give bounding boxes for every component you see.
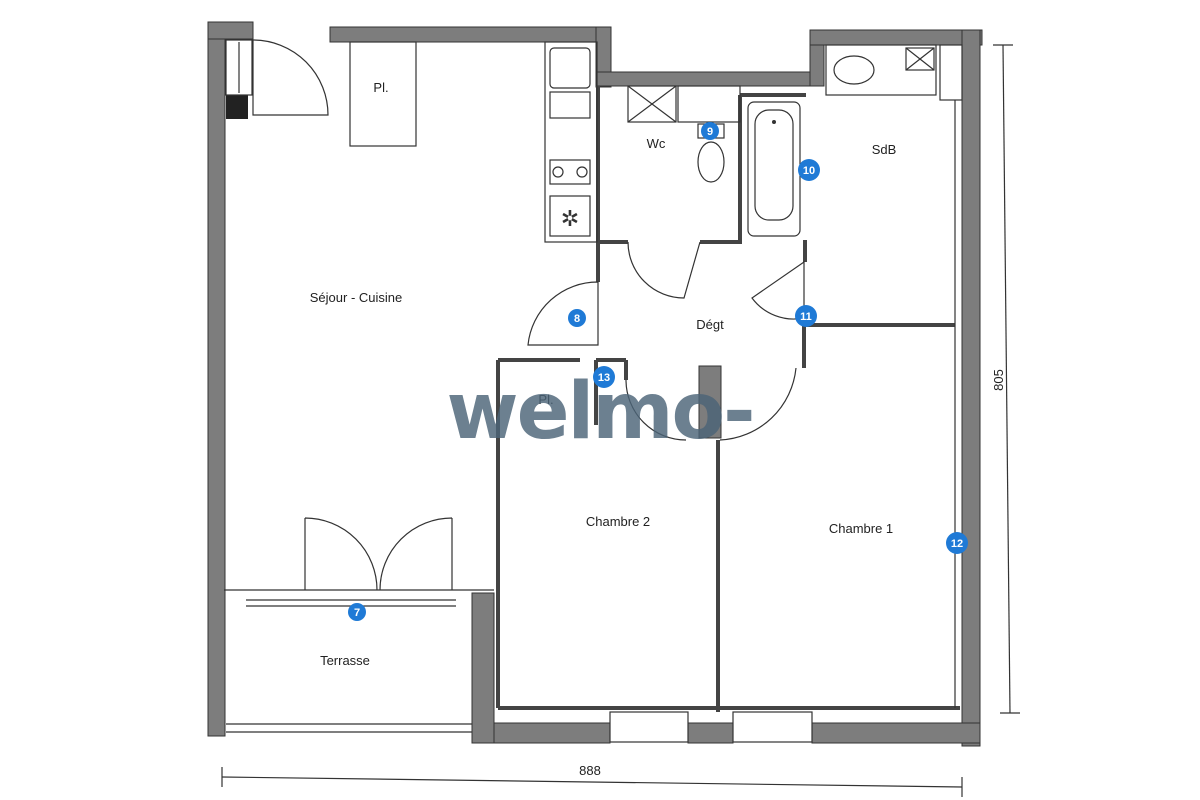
label-chambre2: Chambre 2 — [586, 514, 650, 529]
label-wc: Wc — [647, 136, 666, 151]
interior-walls — [224, 86, 960, 712]
width-dimension-label: 888 — [579, 763, 601, 778]
label-sejour: Séjour - Cuisine — [310, 290, 403, 305]
marker-10[interactable]: 10 — [798, 159, 820, 181]
fixtures: ✲ — [349, 41, 956, 708]
marker-8[interactable]: 8 — [568, 309, 586, 327]
toilet-icon — [697, 141, 725, 183]
label-sdb: SdB — [872, 142, 897, 157]
exterior-walls — [207, 21, 983, 747]
svg-text:13: 13 — [598, 372, 610, 384]
fridge-icon: ✲ — [561, 207, 579, 232]
markers: 7 8 9 10 11 12 13 — [348, 122, 968, 621]
label-placard-degt: Pl. — [538, 392, 553, 407]
marker-9[interactable]: 9 — [701, 122, 719, 140]
room-labels: Séjour - Cuisine Wc SdB Dégt Pl. Pl. Cha… — [310, 80, 897, 668]
svg-text:8: 8 — [574, 313, 580, 325]
svg-text:11: 11 — [800, 311, 812, 323]
label-degt: Dégt — [696, 317, 724, 332]
dimension-height: 805 — [991, 44, 1020, 714]
marker-7[interactable]: 7 — [348, 603, 366, 621]
marker-13[interactable]: 13 — [593, 366, 615, 388]
dimension-width: 888 — [221, 763, 963, 797]
marker-12[interactable]: 12 — [946, 532, 968, 554]
placard-sejour — [349, 41, 417, 147]
svg-text:9: 9 — [707, 126, 713, 138]
doors — [252, 39, 805, 591]
marker-11[interactable]: 11 — [795, 305, 817, 327]
welmo-watermark: welmo- — [447, 367, 754, 457]
label-terrasse: Terrasse — [320, 653, 370, 668]
label-chambre1: Chambre 1 — [829, 521, 893, 536]
svg-text:10: 10 — [803, 165, 815, 177]
height-dimension-label: 805 — [991, 369, 1006, 391]
sink-icon — [833, 55, 875, 85]
svg-text:12: 12 — [951, 538, 963, 550]
windows — [225, 39, 963, 743]
svg-text:7: 7 — [354, 607, 360, 619]
label-placard-sejour: Pl. — [373, 80, 388, 95]
